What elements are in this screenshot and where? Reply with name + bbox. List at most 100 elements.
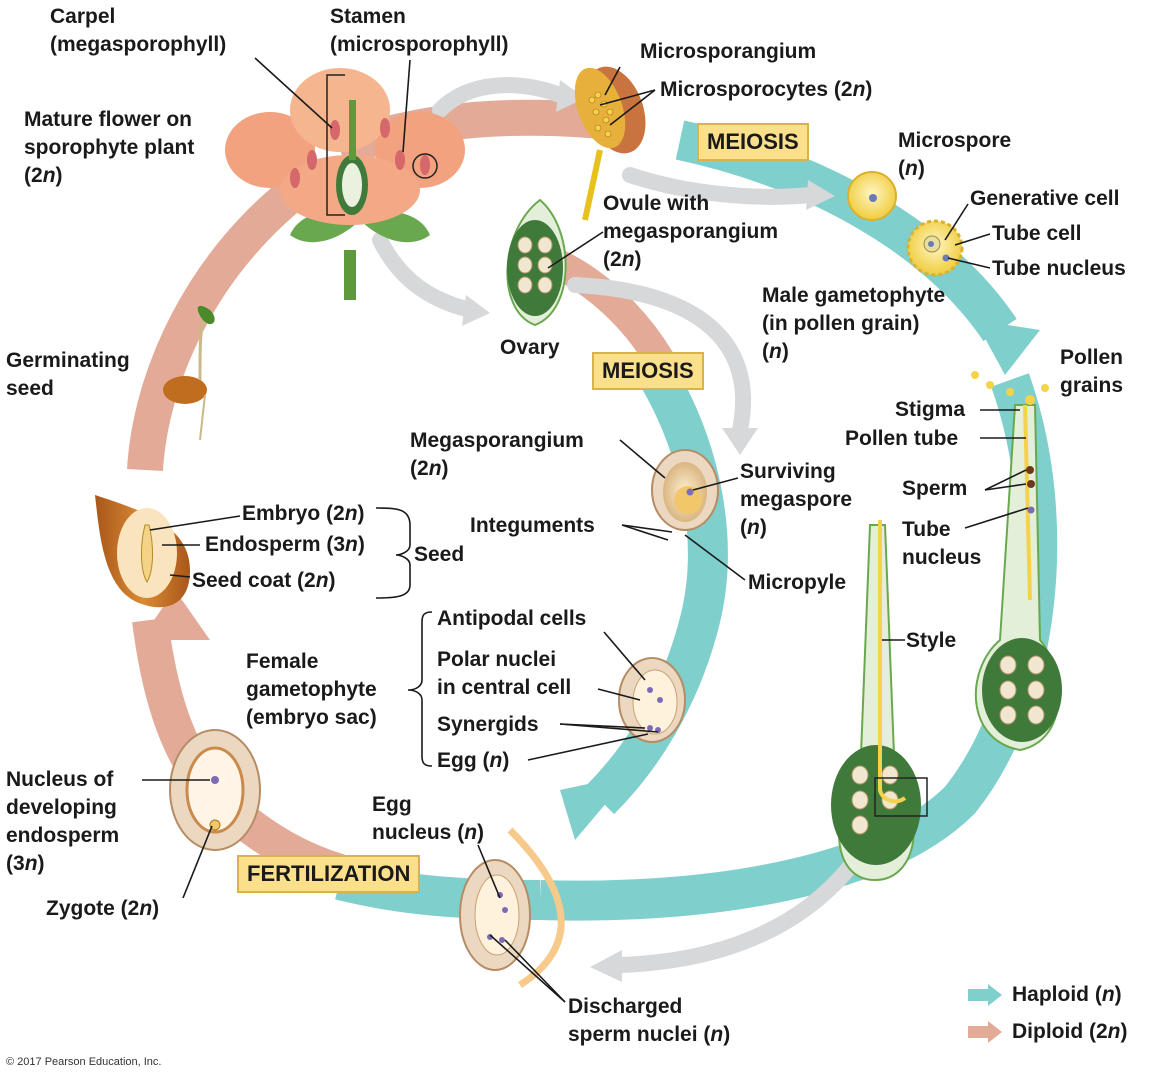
megasporangium-open: (2	[410, 457, 429, 480]
ovule-ploidy-open: (2	[603, 248, 622, 271]
zygote-ovule-illustration	[169, 729, 261, 851]
surviving-megaspore-label: Surviving megaspore (n)	[740, 458, 852, 542]
pollen-grains-line2: grains	[1060, 374, 1124, 397]
polar-nuclei-line1: Polar nuclei	[437, 648, 557, 671]
mature-flower-illustration	[225, 68, 465, 300]
male-gametophyte-line1: Male gametophyte	[762, 284, 946, 307]
megasporangium-ovule-illustration	[651, 449, 719, 531]
sperm-label: Sperm	[902, 477, 968, 500]
legend-diploid-text: Diploid (2	[1012, 1020, 1108, 1043]
female-gametophyte-label: Female gametophyte (embryo sac)	[246, 648, 377, 732]
megasporangium-label: Megasporangium (2n)	[410, 427, 584, 483]
egg-nucleus-label: Egg nucleus (n)	[372, 791, 484, 847]
ovule-ploidy-close: )	[634, 248, 642, 271]
embryo-label: Embryo (2n)	[242, 500, 365, 528]
fertilization-box: FERTILIZATION	[237, 855, 421, 893]
ovary-label: Ovary	[500, 336, 560, 359]
ovule-line1: Ovule with	[603, 192, 710, 215]
meiosis-box-middle: MEIOSIS	[592, 352, 704, 390]
pollen-tube-label: Pollen tube	[845, 427, 959, 450]
fertilization-ovule-illustration	[459, 827, 565, 988]
nucleus-endosperm-n: n	[24, 852, 38, 875]
endosperm-text: Endosperm (3	[205, 533, 346, 556]
mature-flower-ploidy-n: n	[42, 164, 56, 187]
haploid-arrow-icon	[968, 984, 1002, 1006]
egg-label: Egg (n)	[437, 747, 509, 775]
embryo-text: Embryo (2	[242, 502, 345, 525]
discharged-sperm-text: sperm nuclei (	[568, 1023, 711, 1046]
microsporocytes-close: )	[865, 78, 873, 101]
mature-flower-ploidy-open: (2	[24, 164, 43, 187]
synergids-label: Synergids	[437, 713, 539, 736]
tube-nucleus-top-label: Tube nucleus	[992, 257, 1126, 280]
nucleus-endosperm-line2: developing	[6, 796, 117, 819]
female-gametophyte-line2: gametophyte	[246, 678, 377, 701]
seed-coat-text: Seed coat (2	[192, 569, 316, 592]
egg-close: )	[502, 749, 510, 772]
egg-text: Egg (	[437, 749, 490, 772]
tube-nucleus-line1: Tube	[902, 518, 951, 541]
antipodal-cells-label: Antipodal cells	[437, 607, 587, 630]
germinating-seed-line2: seed	[6, 377, 54, 400]
tube-nucleus-label: Tube nucleus	[902, 516, 981, 572]
surviving-megaspore-n: n	[747, 516, 760, 539]
carpel-label-line1: Carpel	[50, 5, 116, 28]
zygote-text: Zygote (2	[46, 897, 140, 920]
micropyle-label: Micropyle	[748, 571, 847, 594]
surviving-megaspore-line2: megaspore	[740, 488, 853, 511]
megasporangium-close: )	[441, 457, 449, 480]
discharged-sperm-label: Discharged sperm nuclei (n)	[568, 993, 730, 1049]
integuments-label: Integuments	[470, 514, 595, 537]
pollen-grains-line1: Pollen	[1060, 346, 1124, 369]
embryo-close: )	[357, 502, 365, 525]
endosperm-n: n	[345, 533, 358, 556]
endosperm-close: )	[357, 533, 365, 556]
germinating-seed-label: Germinating seed	[6, 347, 130, 403]
carpel-label-line2: (megasporophyll)	[50, 33, 227, 56]
polar-nuclei-line2: in central cell	[437, 676, 572, 699]
egg-nucleus-close: )	[477, 821, 485, 844]
nucleus-endosperm-open: (3	[6, 852, 25, 875]
legend-haploid-n: n	[1101, 983, 1115, 1006]
megasporangium-n: n	[428, 457, 442, 480]
nucleus-endosperm-label: Nucleus of developing endosperm (3n)	[6, 766, 119, 878]
copyright-notice: © 2017 Pearson Education, Inc.	[6, 1056, 162, 1068]
legend-diploid: Diploid (2n)	[968, 1020, 1128, 1044]
mature-flower-label: Mature flower on sporophyte plant (2n)	[24, 106, 194, 190]
discharged-sperm-close: )	[723, 1023, 731, 1046]
stigma-label: Stigma	[895, 398, 966, 421]
tube-nucleus-line2: nucleus	[902, 546, 982, 569]
meiosis-box-top: MEIOSIS	[697, 123, 809, 161]
stamen-label-line1: Stamen	[330, 5, 406, 28]
egg-nucleus-text: nucleus (	[372, 821, 465, 844]
female-gametophyte-line3: (embryo sac)	[246, 706, 377, 729]
surviving-megaspore-open: (	[740, 516, 747, 539]
seed-label: Seed	[414, 543, 465, 566]
microsporocytes-n: n	[852, 78, 866, 101]
microspore-nucleus	[869, 194, 877, 202]
zygote-label: Zygote (2n)	[46, 895, 159, 923]
legend-haploid-close: )	[1114, 983, 1122, 1006]
nucleus-endosperm-line1: Nucleus of	[6, 768, 114, 791]
microsporangium-illustration	[574, 66, 646, 221]
mature-flower-line2: sporophyte plant	[24, 136, 195, 159]
male-gametophyte-line2: (in pollen grain)	[762, 312, 920, 335]
microspore-open: (	[898, 157, 905, 180]
seed-coat-label: Seed coat (2n)	[192, 567, 336, 595]
microspore-n: n	[905, 157, 918, 180]
generative-cell-label: Generative cell	[970, 187, 1120, 210]
zygote-close: )	[152, 897, 160, 920]
carpel-label: Carpel (megasporophyll)	[50, 3, 226, 59]
tube-cell-label: Tube cell	[992, 222, 1082, 245]
germinating-seed-line1: Germinating	[6, 349, 130, 372]
egg-nucleus-n: n	[464, 821, 478, 844]
microsporangium-label: Microsporangium	[640, 40, 817, 63]
microspore-close: )	[917, 157, 925, 180]
discharged-sperm-line1: Discharged	[568, 995, 683, 1018]
endosperm-label: Endosperm (3n)	[205, 531, 365, 559]
female-gametophyte-ovule-illustration	[618, 657, 686, 743]
mature-flower-line1: Mature flower on	[24, 108, 193, 131]
diploid-arrow-icon	[968, 1021, 1002, 1043]
microsporocytes-label: Microsporocytes (2n)	[660, 76, 872, 104]
